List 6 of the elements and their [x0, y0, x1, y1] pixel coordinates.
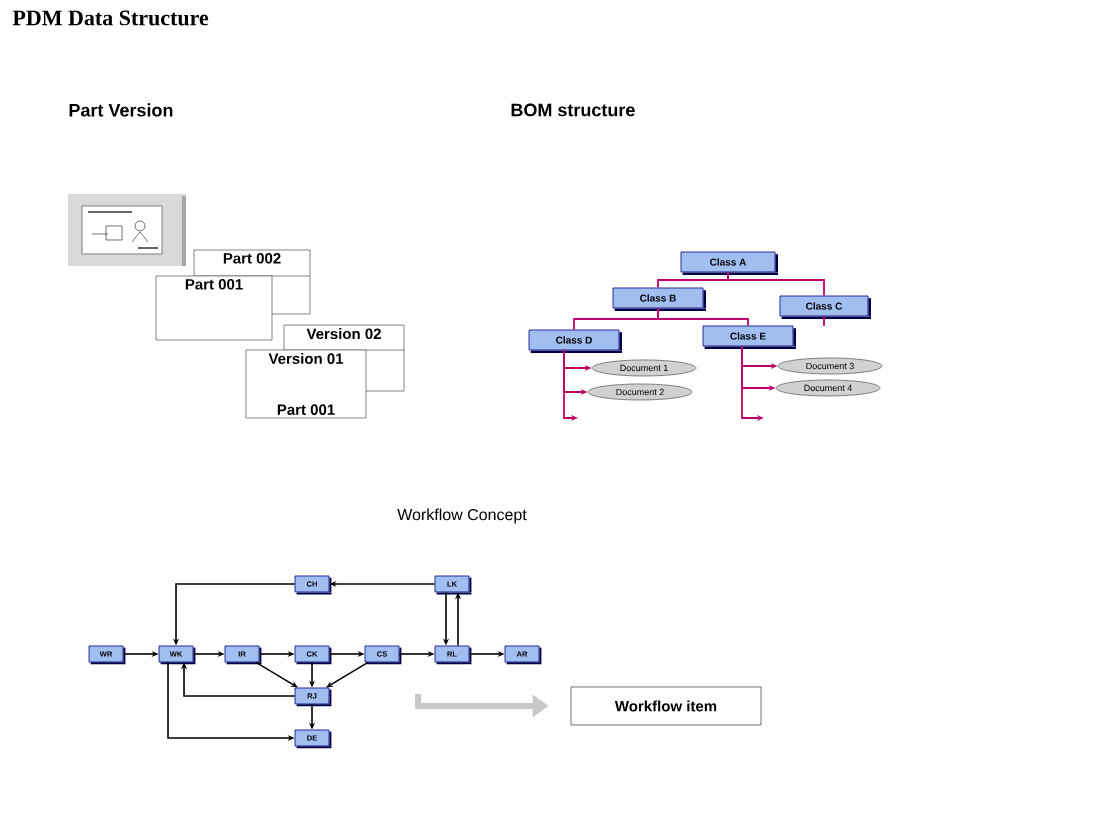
arrow	[255, 661, 298, 688]
section-heading: Part Version	[69, 103, 173, 117]
section-heading: BOM structure	[511, 103, 635, 117]
section-heading: Workflow Concept	[397, 508, 527, 524]
title: PDM Data Structure	[12, 10, 209, 26]
arrow	[326, 661, 369, 688]
